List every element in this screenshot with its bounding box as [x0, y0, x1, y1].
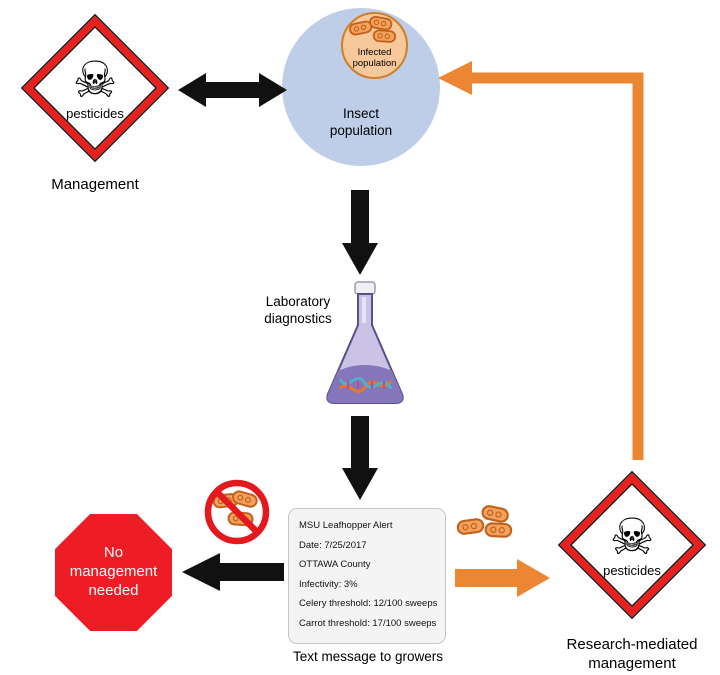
message-line: Date: 7/25/2017 — [299, 539, 367, 551]
laboratory-diagnostics-label: Laboratory diagnostics — [264, 294, 332, 326]
management-caption: Management — [51, 176, 139, 193]
arrow-population-to-diagnostics — [342, 190, 378, 275]
text-message-box: MSU Leafhopper Alert Date: 7/25/2017 OTT… — [288, 508, 446, 644]
message-line: OTTAWA County — [299, 559, 371, 570]
bacteria-icon — [456, 518, 485, 535]
arrow-diagnostics-to-message — [342, 416, 378, 500]
message-line: Celery threshold: 12/100 sweeps — [299, 598, 438, 609]
insect-population-label: Insect population — [329, 106, 393, 138]
infected-bacteria-icons — [349, 15, 397, 43]
skull-crossbones-icon: ☠ — [609, 509, 655, 565]
message-line: Carrot threshold: 17/100 sweeps — [299, 617, 437, 629]
double-arrow-management-population — [178, 73, 287, 107]
text-message-caption: Text message to growers — [292, 649, 444, 664]
pesticides-sign-research: ☠ pesticides — [557, 470, 707, 620]
skull-crossbones-icon: ☠ — [72, 52, 118, 108]
pesticides-sign-management: ☠ pesticides — [20, 13, 170, 163]
message-line: MSU Leafhopper Alert — [299, 520, 393, 531]
prohibition-circle — [204, 479, 270, 545]
prohibition-slash — [213, 488, 261, 536]
bacteria-icon — [349, 20, 373, 36]
message-line: Infectivity: 3% — [299, 578, 358, 590]
flask-icon — [326, 281, 404, 404]
no-management-octagon: No management needed — [55, 514, 172, 631]
feedback-arrow-line — [470, 72, 644, 460]
bacteria-icon — [484, 522, 513, 538]
hazard-label: pesticides — [603, 563, 661, 578]
bacteria-icon — [369, 15, 393, 31]
infected-population-label: Infected population — [352, 47, 397, 70]
hazard-label: pesticides — [66, 106, 124, 121]
dna-rungs — [347, 381, 385, 389]
bacteria-cluster — [456, 505, 513, 538]
arrow-message-to-no-management — [182, 553, 284, 591]
no-management-label: No management needed — [69, 544, 158, 599]
bacteria-icon — [232, 490, 258, 508]
bacteria-icon — [372, 29, 397, 43]
arrow-message-to-research — [455, 559, 550, 597]
research-management-caption: Research-mediated management — [566, 636, 698, 672]
feedback-arrow-head — [438, 61, 472, 95]
flask-cap — [354, 281, 376, 295]
no-bacteria-icon — [204, 479, 270, 545]
bacteria-icon — [481, 505, 509, 523]
